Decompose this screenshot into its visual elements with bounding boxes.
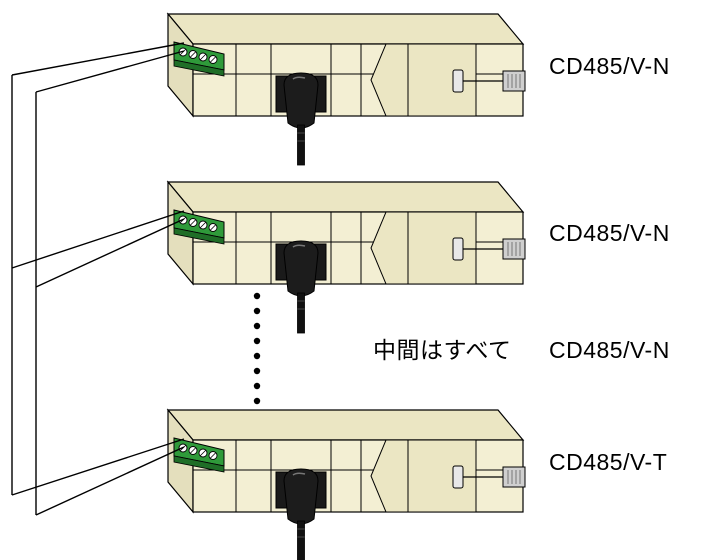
converter-unit-1: [167, 13, 526, 166]
middle-note-model: CD485/V-N: [549, 337, 670, 363]
rs485-bus-wiring: [11, 42, 185, 516]
device-3-model-label: CD485/V-T: [549, 449, 667, 475]
converter-unit-3: [167, 409, 526, 560]
power-plug-icon: [283, 72, 319, 166]
power-plug-icon: [283, 240, 319, 334]
converter-unit-2: [167, 181, 526, 334]
device-1-model-label: CD485/V-N: [549, 53, 670, 79]
continuation-dots: [253, 292, 261, 405]
device-2-model-label: CD485/V-N: [549, 220, 670, 246]
power-plug-icon: [283, 468, 319, 560]
middle-note-prefix: 中間はすべて: [373, 337, 511, 363]
